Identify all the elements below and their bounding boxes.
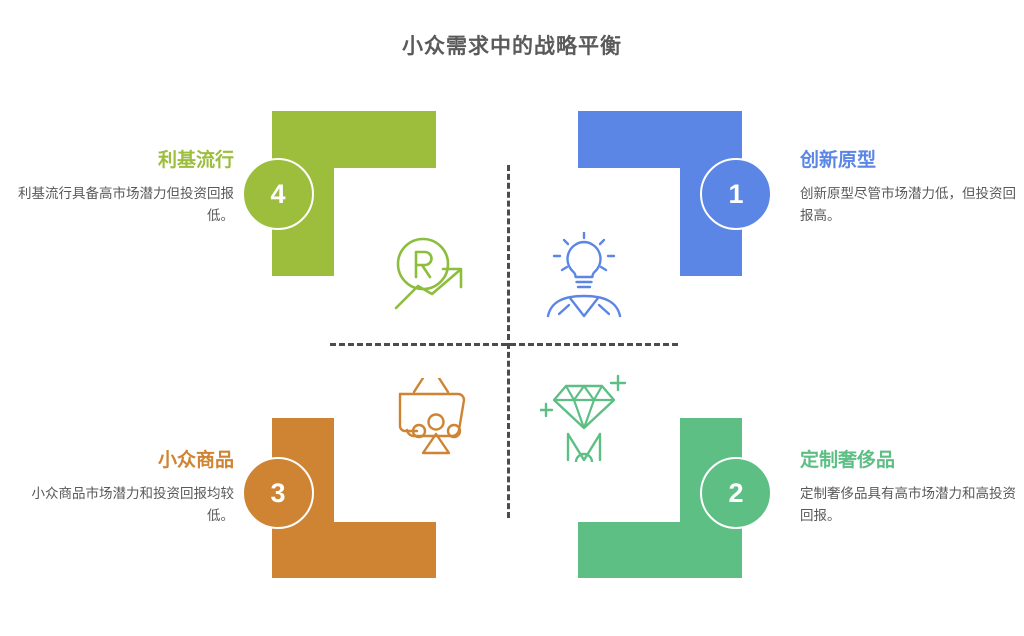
quadrant-title-bottom-right: 定制奢侈品 (800, 450, 896, 471)
quadrant-description-top-left: 利基流行具备高市场潜力但投资回报低。 (18, 185, 234, 224)
quadrant-badge-4-number: 4 (270, 178, 286, 209)
quadrant-text-top-left: 利基流行 利基流行具备高市场潜力但投资回报低。 (16, 150, 234, 227)
quadrant-shape-bottom-left (272, 418, 436, 578)
quadrant-shape-top-left (272, 111, 436, 276)
quadrant-shape-bottom-right (578, 418, 742, 578)
shopping-basket-goods-icon (398, 378, 466, 455)
quadrant-badge-3[interactable]: 3 (242, 457, 314, 529)
quadrant-title-top-left: 利基流行 (157, 150, 234, 171)
quadrant-title-bottom-left: 小众商品 (157, 450, 234, 471)
quadrant-badge-3-number: 3 (270, 477, 286, 508)
quadrant-badge-1-number: 1 (728, 178, 744, 209)
vertical-axis-divider (507, 165, 510, 518)
quadrant-description-bottom-left: 小众商品市场潜力和投资回报均较低。 (31, 485, 235, 524)
quadrant-title-top-right: 创新原型 (800, 150, 877, 171)
quadrant-text-bottom-right: 定制奢侈品 定制奢侈品具有高市场潜力和高投资回报。 (800, 450, 1018, 527)
lightbulb-person-idea-icon (546, 232, 622, 318)
registered-trademark-growth-icon (394, 237, 463, 310)
quadrant-description-top-right: 创新原型尽管市场潜力低，但投资回报高。 (800, 185, 1016, 224)
quadrant-badge-2-number: 2 (728, 477, 744, 508)
quadrant-description-bottom-right: 定制奢侈品具有高市场潜力和高投资回报。 (800, 485, 1016, 524)
diamond-suit-luxury-icon (540, 374, 627, 462)
quadrant-text-bottom-left: 小众商品 小众商品市场潜力和投资回报均较低。 (16, 450, 235, 527)
quadrant-shape-top-right (578, 111, 742, 276)
horizontal-axis-divider (330, 343, 678, 346)
quadrant-badge-2[interactable]: 2 (700, 457, 772, 529)
page-title: 小众需求中的战略平衡 (402, 35, 622, 58)
quadrant-badge-1[interactable]: 1 (700, 158, 772, 230)
quadrant-badge-4[interactable]: 4 (242, 158, 314, 230)
quadrant-text-top-right: 创新原型 创新原型尽管市场潜力低，但投资回报高。 (800, 150, 1018, 227)
